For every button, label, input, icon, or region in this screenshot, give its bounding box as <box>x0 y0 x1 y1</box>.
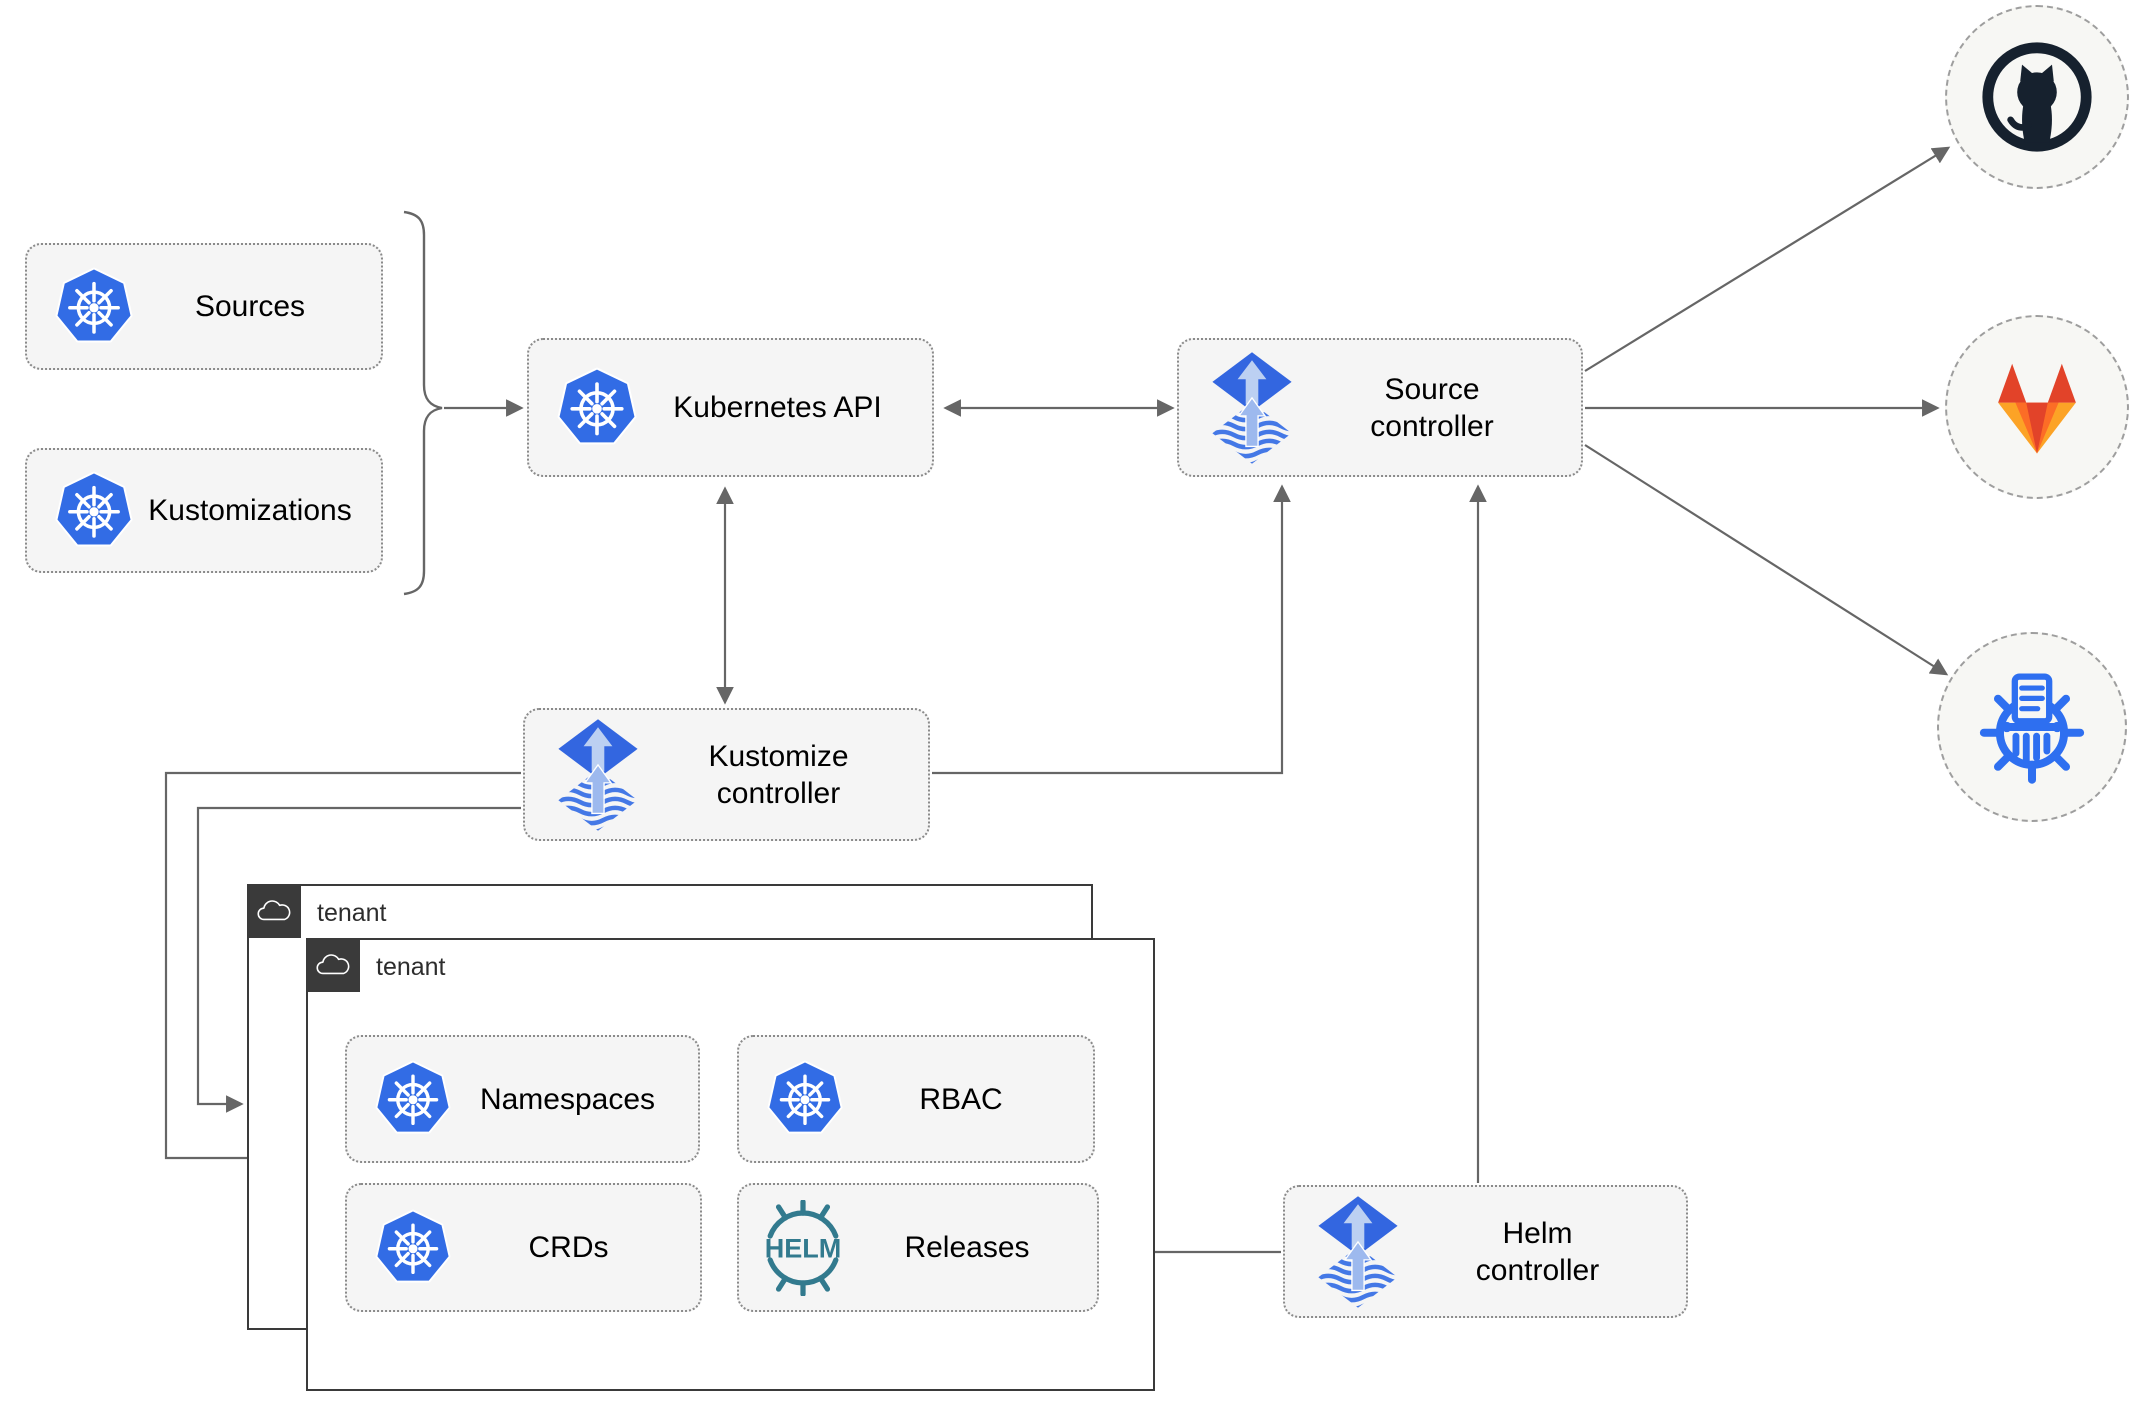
github-icon <box>1982 42 2092 152</box>
edge-source-helmrepo <box>1584 444 1949 676</box>
edge-kustomize-tenant-outer <box>196 806 521 1113</box>
edge-kustomize-source <box>932 484 1291 775</box>
tenant-badge <box>247 884 301 938</box>
flux-icon <box>1207 352 1297 464</box>
cloud-icon <box>256 899 292 923</box>
cloud-icon <box>315 953 351 977</box>
node-sources: Sources <box>25 243 383 370</box>
flux-icon <box>1313 1196 1403 1308</box>
node-source-controller: Source controller <box>1177 338 1583 477</box>
chartmuseum-icon <box>1979 673 2085 784</box>
edge-kustomize-tenant-inner <box>164 771 521 1167</box>
node-label: Kustomize controller <box>708 739 849 810</box>
kubernetes-icon <box>767 1059 843 1139</box>
tenant-label: tenant <box>376 953 446 981</box>
node-label: Kustomizations <box>148 494 352 527</box>
node-label: Kubernetes API <box>673 391 882 424</box>
node-kustomize-controller: Kustomize controller <box>523 708 930 841</box>
node-label: Helm controller <box>1475 1216 1600 1287</box>
tenant-badge <box>306 938 360 992</box>
tenant-box-inner: tenant <box>306 938 1155 1391</box>
circle-gitlab <box>1945 315 2129 499</box>
flux-icon <box>553 719 643 831</box>
edge-source-github <box>1584 146 1951 372</box>
kubernetes-icon <box>375 1208 451 1288</box>
node-label: Releases <box>904 1231 1030 1264</box>
sources-bracket <box>403 210 443 596</box>
node-label: Namespaces <box>479 1082 656 1116</box>
circle-helm-repository <box>1937 632 2127 822</box>
node-releases: Releases <box>737 1183 1099 1312</box>
kubernetes-icon <box>557 366 637 450</box>
node-kustomizations: Kustomizations <box>25 448 383 573</box>
node-namespaces: Namespaces <box>345 1035 700 1163</box>
kubernetes-icon <box>55 266 133 348</box>
node-label: Source controller <box>1370 372 1494 443</box>
tenant-label: tenant <box>317 899 387 927</box>
circle-github <box>1945 5 2129 189</box>
gitlab-icon <box>1998 363 2076 454</box>
node-label: CRDs <box>528 1231 609 1264</box>
kubernetes-icon <box>375 1059 451 1139</box>
node-label: Sources <box>194 290 306 323</box>
helm-icon <box>755 1200 851 1296</box>
node-kubernetes-api: Kubernetes API <box>527 338 934 477</box>
kubernetes-icon <box>55 470 133 552</box>
node-label: RBAC <box>919 1082 1003 1116</box>
node-crds: CRDs <box>345 1183 702 1312</box>
node-helm-controller: Helm controller <box>1283 1185 1688 1318</box>
node-rbac: RBAC <box>737 1035 1095 1163</box>
